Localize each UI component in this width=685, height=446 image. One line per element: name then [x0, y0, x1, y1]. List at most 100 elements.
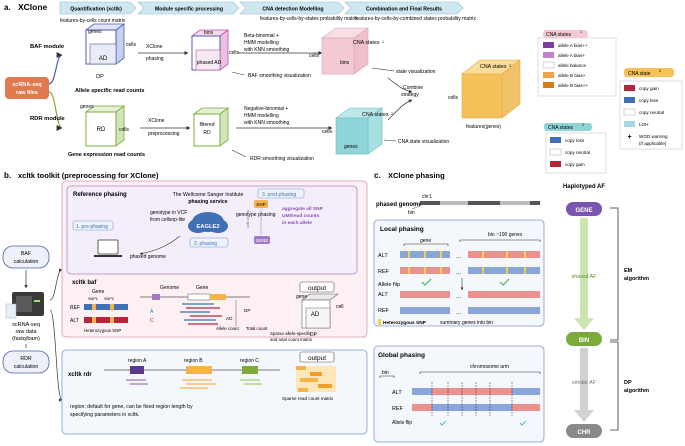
- combine-2: strategy: [401, 92, 419, 98]
- region-b: region B: [184, 358, 203, 364]
- aggregate-1: aggregate all SNP: [282, 206, 324, 212]
- baf-out-1: Sparse allele-specific: [270, 331, 312, 336]
- phasing-service-label: phasing service: [188, 199, 227, 205]
- cna-state-vis: CNA state visualization: [398, 139, 449, 145]
- rdr-model-1: Negative-binomial +: [244, 106, 288, 112]
- pre-phasing-box: [72, 220, 114, 231]
- step-chevrons: Quantification (xcltk) Module specific p…: [59, 1, 476, 24]
- dp-label: DP: [96, 74, 104, 80]
- legend2-swatch-2: [550, 161, 561, 167]
- dp-1: DP: [624, 380, 632, 386]
- combine-1: Combine: [403, 85, 423, 91]
- allele-flip-label-2: Allele flip: [392, 420, 412, 426]
- legend1-title: CNA states: [546, 32, 572, 38]
- genotype-vcf-1: genotype in VCF: [150, 210, 187, 216]
- step-chevron-2: [137, 1, 240, 15]
- chr1-label: chr1: [422, 194, 432, 200]
- legend-rdr-states: CNA states 2 copy loss copy neutral copy…: [544, 123, 607, 174]
- legend1-title-box: [543, 30, 588, 38]
- rdr-model-2: HMM modelling: [244, 113, 279, 119]
- raw-data-2: raw data: [15, 329, 37, 335]
- post-phasing-box: [257, 188, 305, 199]
- cna-states-3-sup: 3: [509, 64, 511, 68]
- bin-dividers: [431, 382, 513, 416]
- cna-state-vis-pointer: [383, 139, 397, 142]
- cna-states-2-sup: 2: [391, 112, 393, 116]
- check-icon-3: [439, 420, 447, 426]
- step-sub-1: features-by-cells count matrix: [60, 18, 126, 24]
- raw-data-3: (fastq/bam): [12, 336, 40, 342]
- legend1-swatch-2: [542, 61, 555, 69]
- em-2: algorithm: [624, 276, 649, 282]
- legend2-item-1: copy neutral: [565, 150, 590, 155]
- phased-ad-cube: [190, 29, 230, 71]
- sanger-label: The Wellcome Sanger Institute: [173, 192, 244, 198]
- ref-label-b: REF: [70, 305, 80, 311]
- arrow-to-rdr: [48, 91, 63, 131]
- legend-baf-states: allele A bias++ allele A bias+ allele ba…: [537, 30, 617, 97]
- legend3-item-5: (if applicable): [639, 141, 667, 146]
- summary-label: summary genes into bin: [440, 320, 493, 326]
- legend3-swatch-2: [623, 108, 636, 116]
- ad-small: AD: [226, 316, 233, 321]
- gene-label-2: Gene: [196, 285, 208, 291]
- baf-model-2: HMM modelling: [244, 40, 279, 46]
- panel-b: b. xcltk toolkit (preprocessing for XClo…: [2, 171, 368, 435]
- output-label-baf: output: [308, 285, 326, 292]
- rdr-note-2: specifying parameters in xcltk.: [70, 412, 139, 418]
- local-strands-bottom: [400, 291, 540, 314]
- output-tag-baf: [299, 281, 335, 293]
- similar-af-label: similar AF: [572, 380, 597, 386]
- raw-files-line1: scRNA-seq: [12, 82, 41, 88]
- check-icon-1: [421, 278, 432, 286]
- rdr-smooth-vis: RDR smoothing visualization: [250, 156, 314, 162]
- phasing-box: [189, 237, 229, 248]
- xclone-preproc-2: preprocessing: [148, 131, 180, 137]
- legend1-item-1: allele A bias+: [558, 53, 585, 58]
- sequencer-icon: [5, 292, 44, 319]
- alt-label-c2: ALT: [378, 292, 388, 298]
- baf-cells-label-2: cells: [229, 50, 240, 56]
- panel-b-letter: b.: [4, 171, 11, 180]
- legend3-item-0: copy gain: [639, 86, 659, 91]
- step-label-1: Quantification (xcltk): [70, 7, 122, 13]
- filtered-rd-cube: [192, 107, 230, 147]
- dots-4: ...: [456, 310, 461, 316]
- check-icon-2: [499, 278, 510, 286]
- het-snp-swatch: [378, 319, 381, 325]
- panel-c-letter: c.: [374, 171, 381, 180]
- xclone-phasing-2: phasing: [146, 56, 164, 62]
- rdr-model-3: with KNN smoothing: [244, 120, 290, 126]
- step-label-3: CNA detection Modelling: [262, 7, 323, 13]
- raw-files-line2: raw files: [16, 90, 38, 96]
- cna1-cells: cells: [309, 53, 320, 59]
- arrow-combine-bottom: [387, 99, 413, 121]
- panel-c-title: XClone phasing: [388, 171, 445, 180]
- xclone-preproc-1: XClone: [148, 118, 165, 124]
- cloud-icon: [188, 212, 228, 233]
- legend3-plus-icon: +: [627, 134, 631, 141]
- step-chevron-4: [344, 1, 464, 15]
- rdr-genes-label: genes: [80, 104, 94, 110]
- gene-label-1: Gene: [92, 289, 104, 295]
- legend1-item-2: allele balance: [558, 63, 587, 68]
- arrow-to-baf-box: [49, 268, 63, 301]
- aggregate-3: in each allele: [282, 220, 312, 226]
- pre-phasing-label: 1. pre-phasing: [76, 224, 108, 230]
- step-chevron-3: [239, 1, 345, 15]
- arrow-to-rdr-box: [49, 309, 63, 402]
- bin-label-top: bin: [408, 210, 415, 216]
- svg-text:3: 3: [659, 69, 661, 73]
- rdr-out-label: Sparse read count matrix: [282, 396, 334, 401]
- baf-module-label: BAF module: [30, 44, 65, 50]
- output-label-rdr: output: [308, 355, 326, 362]
- panel-c: c. XClone phasing Haplotyped AF phased g…: [373, 171, 649, 443]
- step-label-4: Combination and Final Results: [366, 7, 442, 13]
- snp-node: [254, 200, 268, 208]
- cna3-cells: cells: [448, 95, 459, 101]
- eagle2-label: EAGLE2: [196, 224, 219, 230]
- filtered-rd-1: filtered: [199, 122, 214, 128]
- local-phasing-box: [373, 219, 545, 327]
- similar-af-arrow: [574, 348, 594, 422]
